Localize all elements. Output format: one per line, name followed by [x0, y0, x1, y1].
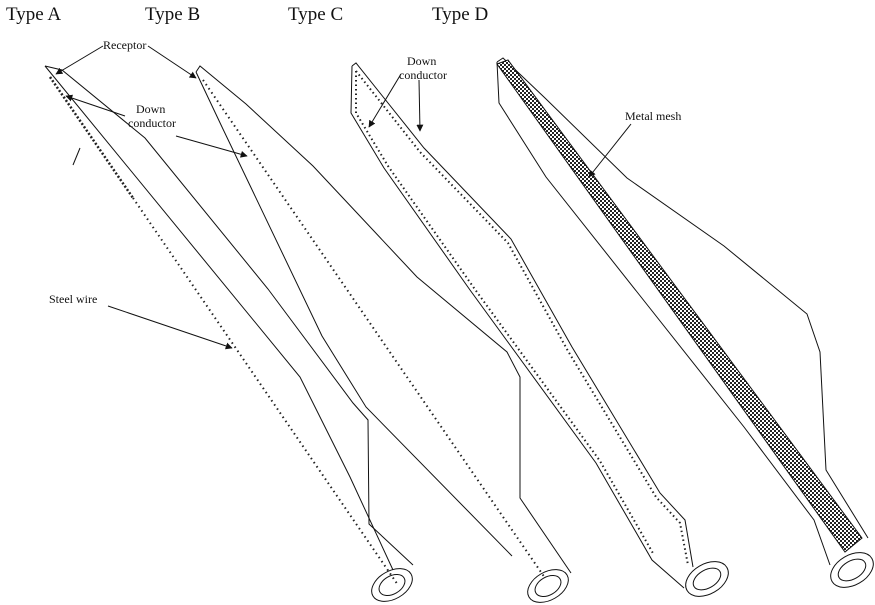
blade-c-outline-right: [352, 63, 693, 567]
blade-a-outline-left: [45, 66, 393, 570]
metal-mesh-arrow: [589, 124, 631, 177]
type-b-down-conductor: [203, 80, 545, 578]
type-c-down-conductor-right: [356, 71, 688, 565]
blade-b-outline-left: [196, 72, 512, 556]
type-a-down-conductor: [50, 77, 133, 198]
blade-type-c: [351, 63, 734, 603]
blade-a-section-mark: [73, 148, 80, 165]
down-conductor-arrow-c-right: [419, 80, 420, 131]
steel-wire-arrow: [108, 306, 232, 348]
blade-c-root-inner: [690, 564, 725, 595]
down-conductor-arrow-b: [176, 136, 247, 156]
type-a-steel-wire: [133, 198, 398, 585]
receptor-arrow-a: [56, 46, 103, 74]
blade-d-root-inner: [835, 555, 870, 586]
blade-type-b: [196, 66, 574, 605]
blade-b-root-outer: [522, 563, 574, 605]
blade-c-outline-left: [351, 66, 684, 588]
blade-d-outline-left: [497, 62, 830, 565]
blade-a-root-inner: [375, 570, 408, 600]
down-conductor-arrow-a: [66, 96, 125, 116]
down-conductor-arrow-c-left: [369, 74, 401, 127]
type-c-down-conductor-left: [356, 71, 654, 555]
receptor-arrow-b: [148, 46, 196, 78]
type-d-metal-mesh: [497, 60, 862, 552]
blade-b-root-inner: [531, 571, 564, 601]
blade-d-root-outer: [825, 546, 875, 595]
